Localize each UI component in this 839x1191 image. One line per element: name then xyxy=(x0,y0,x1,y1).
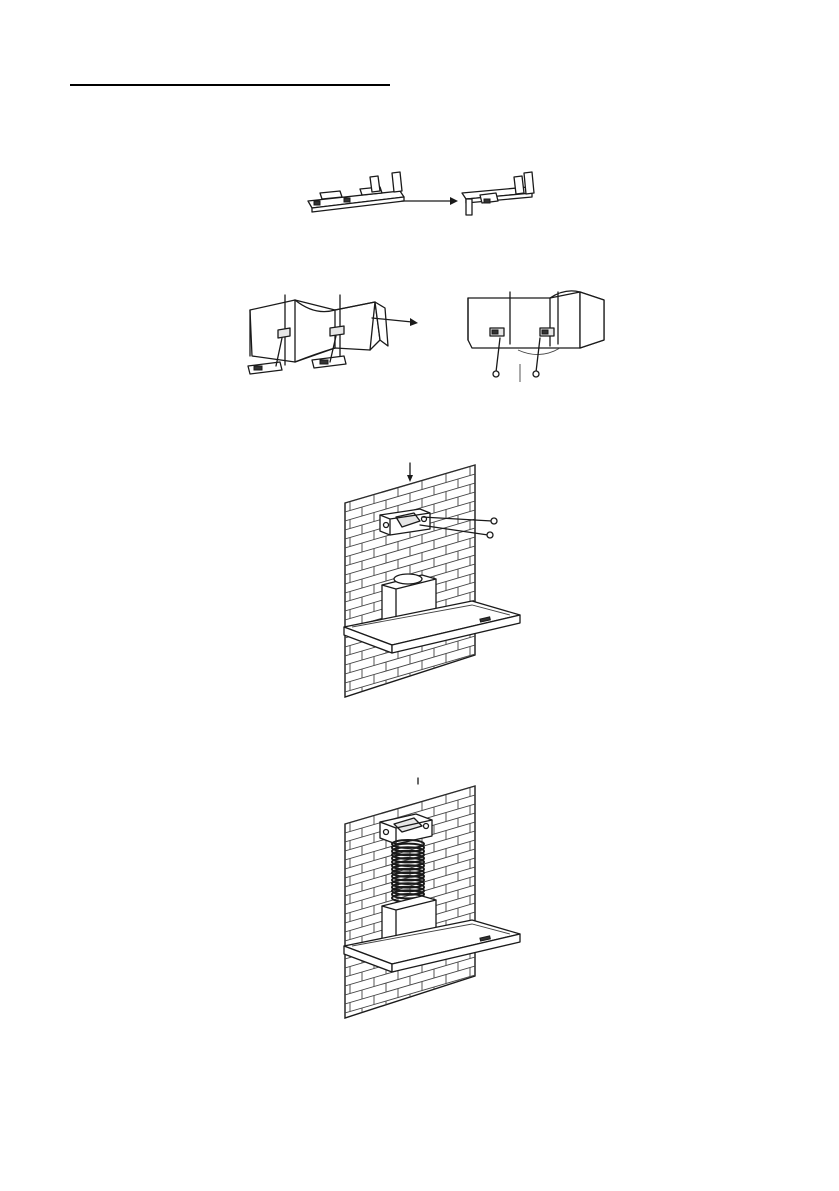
figure-chimney-duct-installed xyxy=(330,770,530,1025)
figure-duct-bracket-assembly xyxy=(240,290,620,400)
duct-left xyxy=(248,295,388,374)
arrow-head xyxy=(410,318,418,326)
figure-bracket-adjustment xyxy=(300,165,550,225)
short-bracket xyxy=(462,172,534,215)
arrow-head xyxy=(450,197,458,205)
long-bracket xyxy=(308,172,404,212)
figure-wall-mount-bracket xyxy=(330,455,530,705)
duct-right xyxy=(468,291,604,382)
header-rule xyxy=(70,84,390,86)
